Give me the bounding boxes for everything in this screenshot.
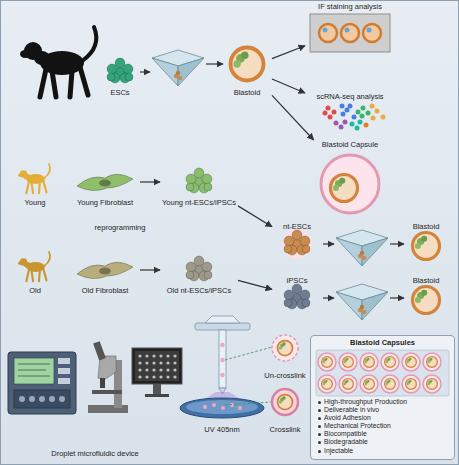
free-label: reprogramming bbox=[88, 223, 152, 232]
bullet-item: Mechanical Protection bbox=[315, 422, 391, 430]
stage-node: Blastoid bbox=[405, 276, 447, 316]
node-label: Blastoid bbox=[413, 276, 440, 285]
flow-arrow bbox=[238, 206, 272, 227]
stage-node: iPSCs bbox=[272, 276, 322, 316]
node-label: Un-crosslink bbox=[264, 371, 305, 380]
bullet-item: High-throughput Production bbox=[315, 398, 407, 406]
node-label: iPSCs bbox=[287, 276, 308, 285]
stage-node: nt-ESCs bbox=[272, 222, 322, 262]
node-label: Droplet microfluidic device bbox=[51, 449, 139, 458]
node-label: Old nt-ESCs/iPSCs bbox=[167, 286, 232, 295]
stage-node: Crosslink bbox=[262, 386, 308, 434]
node-label: scRNA-seq analysis bbox=[316, 92, 383, 101]
flow-arrow bbox=[272, 95, 314, 140]
bullet-item: Biodegradable bbox=[315, 438, 368, 446]
free-label: UV 405nm bbox=[192, 425, 252, 434]
flow-arrow bbox=[272, 79, 305, 93]
stage-node: Blastoid Capsule bbox=[305, 140, 395, 218]
stage-node: Young Fibroblast bbox=[70, 157, 140, 207]
bullet-item: Avoid Adhesion bbox=[315, 414, 371, 422]
node-label: Blastoid bbox=[234, 88, 261, 97]
stage-node: Young bbox=[10, 157, 60, 207]
stage-node: Old bbox=[10, 245, 60, 295]
stage-node: Un-crosslink bbox=[262, 332, 308, 380]
node-label: Old Fibroblast bbox=[82, 286, 129, 295]
node-label: Old bbox=[29, 286, 41, 295]
stage-node: Old nt-ESCs/iPSCs bbox=[160, 245, 238, 295]
node-label: Blastoid bbox=[413, 222, 440, 231]
node-label: Blastoid Capsule bbox=[322, 140, 378, 149]
node-label: ESCs bbox=[110, 88, 129, 97]
bullet-item: Deliverable in vivo bbox=[315, 406, 379, 414]
node-label: nt-ESCs bbox=[283, 222, 311, 231]
flow-arrow bbox=[238, 280, 272, 289]
feature-box: Blastoid CapsulesHigh-throughput Product… bbox=[310, 335, 455, 460]
node-label: Young nt-ESCs/iPSCs bbox=[162, 198, 236, 207]
bullet-item: Injectable bbox=[315, 447, 353, 455]
stage-node: Blastoid bbox=[405, 222, 447, 262]
stage-node: Droplet microfluidic device bbox=[5, 335, 185, 458]
bullet-item: Biocompatible bbox=[315, 430, 367, 438]
flow-arrow bbox=[140, 181, 160, 182]
flow-arrow bbox=[272, 46, 305, 59]
stage-node: Young nt-ESCs/iPSCs bbox=[160, 157, 238, 207]
node-label: IF staining analysis bbox=[318, 2, 382, 11]
stage-node: IF staining analysis bbox=[305, 2, 395, 54]
stage-node: ESCs bbox=[102, 55, 138, 97]
node-label: Young bbox=[25, 198, 46, 207]
flow-arrow bbox=[140, 269, 160, 270]
node-label: Young Fibroblast bbox=[77, 198, 133, 207]
stage-node: Old Fibroblast bbox=[70, 245, 140, 295]
stage-node: Blastoid bbox=[222, 40, 272, 97]
stage-node: scRNA-seq analysis bbox=[305, 92, 395, 132]
node-label: Crosslink bbox=[270, 425, 301, 434]
box-heading: Blastoid Capsules bbox=[350, 338, 415, 348]
